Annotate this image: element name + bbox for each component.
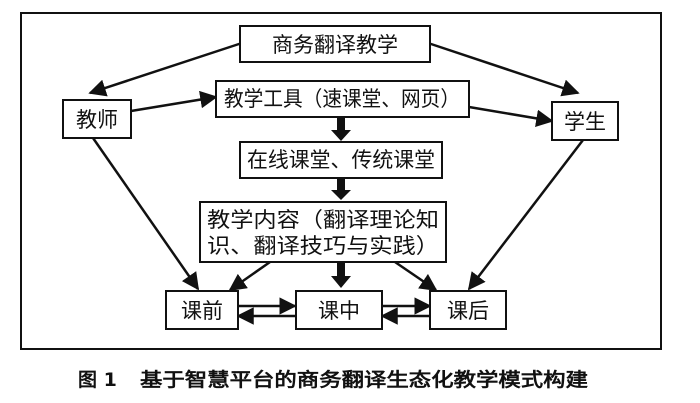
node-during-label: 课中 [318,299,360,323]
node-content: 教学内容（翻译理论知 识、翻译技巧与实践） [199,201,447,263]
flow-arrow-content-to-during [331,263,351,288]
arrow-teacher-to-before [91,137,200,291]
arrow-top-to-teacher [88,41,243,97]
arrow-student-to-after [467,139,584,291]
flow-arrow-tools-to-classroom [331,118,351,141]
node-teacher-label: 教师 [76,108,118,132]
connectors [88,41,584,292]
node-classroom: 在线课堂、传统课堂 [239,141,443,179]
node-top: 商务翻译教学 [239,25,431,63]
node-classroom-label: 在线课堂、传统课堂 [247,148,435,172]
node-after-label: 课后 [447,299,489,323]
outer-frame [20,12,662,350]
node-tools-label: 教学工具（速课堂、网页） [224,87,460,111]
caption-label: 图 1 [78,369,117,391]
node-before-label: 课前 [181,299,223,323]
node-teacher: 教师 [62,99,132,139]
arrow-teacher-to-tools [130,90,218,113]
figure-caption: 图 1 基于智慧平台的商务翻译生态化教学模式构建 [78,368,588,391]
node-after: 课后 [429,290,507,330]
node-before: 课前 [165,290,239,330]
node-during: 课中 [295,290,383,330]
flow-arrow-classroom-to-content [331,179,351,200]
arrow-content-to-after [394,260,438,292]
arrow-top-to-student [427,41,580,97]
node-content-label-line2: 识、翻译技巧与实践） [207,234,439,258]
caption-text: 基于智慧平台的商务翻译生态化教学模式构建 [139,368,588,391]
node-student: 学生 [551,101,619,141]
arrow-content-to-before [228,260,271,292]
node-tools: 教学工具（速课堂、网页） [215,80,470,118]
node-student-label: 学生 [564,110,606,134]
node-content-label-line1: 教学内容（翻译理论知 [207,208,439,232]
flow-arrows [331,118,351,288]
arrow-tools-to-student [468,105,554,128]
node-top-label: 商务翻译教学 [272,33,398,57]
double-arrows [236,297,432,325]
